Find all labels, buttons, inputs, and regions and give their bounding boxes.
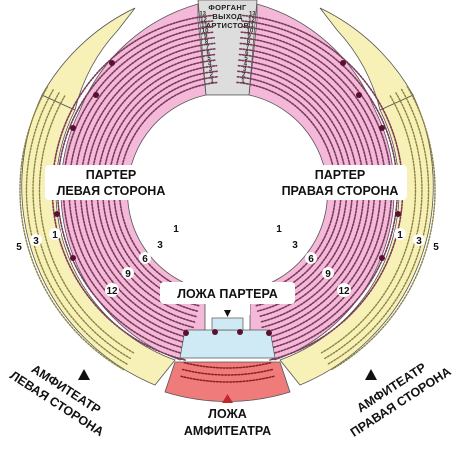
forgang-label-line1: ФОРГАНГ <box>208 3 247 12</box>
row-number: 5 <box>207 56 211 62</box>
arrow-up-icon <box>78 369 90 380</box>
row-number: 4 <box>244 62 248 68</box>
loge-seat-rows[interactable] <box>180 361 275 383</box>
row-number: 3 <box>243 67 247 73</box>
row-number: 4 <box>208 62 212 68</box>
row-number: 10 <box>202 28 209 34</box>
row-number: 9 <box>204 34 208 40</box>
row-number: 12 <box>200 17 207 23</box>
seat-row[interactable] <box>180 375 275 383</box>
amphitheatre-right-sector-numbers: 1 3 5 <box>394 228 442 253</box>
dot-icon <box>70 255 76 261</box>
sector-number: 9 <box>325 269 331 280</box>
dot-icon <box>212 329 218 335</box>
dot-icon <box>93 92 99 98</box>
dot-icon <box>356 92 362 98</box>
sector-number: 1 <box>52 230 58 241</box>
loge-amphitheatre-label-line2: АМФИТЕАТРА <box>184 424 271 438</box>
row-number: 10 <box>247 28 254 34</box>
dot-icon <box>395 211 401 217</box>
arrow-up-icon <box>222 394 233 403</box>
row-number: 13 <box>199 12 206 18</box>
dot-icon <box>109 60 115 66</box>
seat-row[interactable] <box>181 368 274 376</box>
sector-number: 6 <box>308 254 314 265</box>
parterre-left-label-line1: ПАРТЕР <box>86 168 137 182</box>
parterre-left-label-box: ПАРТЕР ЛЕВАЯ СТОРОНА <box>45 165 177 200</box>
row-number: 9 <box>248 34 252 40</box>
seat-row[interactable] <box>330 85 436 371</box>
sector-number: 5 <box>433 242 439 253</box>
loge-amphitheatre-label: ЛОЖА АМФИТЕАТРА <box>184 407 271 438</box>
sector-number: 6 <box>142 254 148 265</box>
sector-number: 1 <box>397 230 403 241</box>
sector-number: 12 <box>106 286 118 297</box>
loge-amphitheatre-label-line1: ЛОЖА <box>208 407 247 421</box>
amphitheatre-left-label: АМФИТЕАТР ЛЕВАЯ СТОРОНА <box>6 350 118 442</box>
sector-number: 5 <box>16 242 22 253</box>
arena-passage <box>206 245 250 315</box>
dot-icon <box>70 125 76 131</box>
amphitheatre-left-sector-numbers: 1 3 5 <box>13 228 61 253</box>
seat-row[interactable] <box>320 95 417 354</box>
forgang-label-line3: АРТИСТОВ <box>206 21 250 30</box>
sector-number: 3 <box>33 236 39 247</box>
row-number: 13 <box>249 12 256 18</box>
parterre-right-sector-numbers: 1 3 6 9 12 <box>273 222 351 297</box>
sector-number: 3 <box>157 240 163 251</box>
arrow-up-icon <box>365 369 377 380</box>
loge-parterre-label: ЛОЖА ПАРТЕРА <box>177 287 278 301</box>
parterre-right-label-box: ПАРТЕР ПРАВАЯ СТОРОНА <box>272 165 407 200</box>
loge-parterre[interactable] <box>179 317 276 359</box>
seat-row[interactable] <box>38 95 135 354</box>
sector-number: 3 <box>292 240 298 251</box>
parterre-right-label-line2: ПРАВАЯ СТОРОНА <box>282 184 399 198</box>
dot-icon <box>237 329 243 335</box>
seat-row[interactable] <box>183 361 272 369</box>
loge-parterre-block[interactable] <box>179 329 276 359</box>
row-number: 6 <box>245 51 249 57</box>
row-number: 2 <box>210 73 214 79</box>
row-number: 11 <box>201 23 208 29</box>
dot-icon <box>340 60 346 66</box>
amphitheatre-top-right-wing[interactable] <box>319 7 414 111</box>
row-number: 11 <box>248 23 255 29</box>
dot-icon <box>379 125 385 131</box>
row-number: 1 <box>241 78 245 84</box>
loge-parterre-tab[interactable] <box>211 317 244 331</box>
arrow-down-icon <box>224 310 231 317</box>
row-number: 12 <box>248 17 255 23</box>
sector-number: 3 <box>416 236 422 247</box>
amphitheatre-right-label: АМФИТЕАТР ПРАВАЯ СТОРОНА <box>338 348 454 441</box>
row-number: 8 <box>205 40 209 46</box>
dot-icon <box>266 330 272 336</box>
loge-parterre-label-box: ЛОЖА ПАРТЕРА <box>160 282 295 304</box>
dot-icon <box>183 330 189 336</box>
sector-number: 9 <box>125 269 131 280</box>
sector-number: 1 <box>173 224 179 235</box>
row-number: 7 <box>246 45 250 51</box>
sector-number: 1 <box>276 224 282 235</box>
dot-icon <box>379 255 385 261</box>
row-number: 3 <box>209 67 213 73</box>
row-number: 1 <box>210 78 214 84</box>
parterre-left-sector-numbers: 1 3 6 9 12 <box>105 222 182 297</box>
row-number: 5 <box>244 56 248 62</box>
parterre-right-label-line1: ПАРТЕР <box>315 168 366 182</box>
parterre-left-label-line2: ЛЕВАЯ СТОРОНА <box>57 184 166 198</box>
dot-icon <box>54 211 60 217</box>
forgang-label-line2: ВЫХОД <box>212 12 243 21</box>
row-number: 7 <box>206 45 210 51</box>
row-number: 8 <box>247 40 251 46</box>
amphitheatre-top-left-wing[interactable] <box>41 7 136 111</box>
row-number: 2 <box>242 73 246 79</box>
row-number: 6 <box>207 51 211 57</box>
sector-number: 12 <box>338 286 350 297</box>
section-markers <box>54 60 401 336</box>
seat-row[interactable] <box>19 85 125 371</box>
